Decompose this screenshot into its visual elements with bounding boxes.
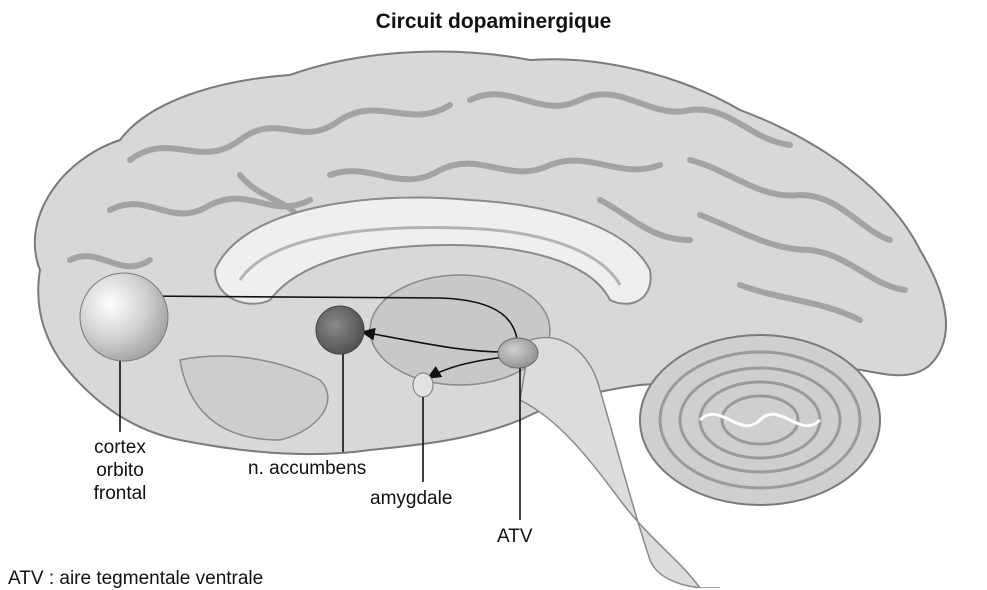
- thalamus: [370, 275, 550, 385]
- cerebellum: [640, 335, 880, 505]
- label-cortex-orbito-frontal: cortex orbito frontal: [75, 436, 165, 505]
- cortex-orbitofrontal-node: [80, 273, 168, 361]
- label-n-accumbens: n. accumbens: [248, 457, 366, 480]
- atv-node: [498, 338, 538, 368]
- label-cortex-line1: cortex: [75, 436, 165, 459]
- nucleus-accumbens-node: [316, 306, 364, 354]
- legend-note: ATV : aire tegmentale ventrale: [8, 568, 263, 590]
- label-cortex-line3: frontal: [75, 482, 165, 505]
- label-atv: ATV: [497, 525, 533, 548]
- label-amygdale: amygdale: [370, 487, 452, 510]
- amygdala-node: [413, 373, 433, 397]
- label-cortex-line2: orbito: [75, 459, 165, 482]
